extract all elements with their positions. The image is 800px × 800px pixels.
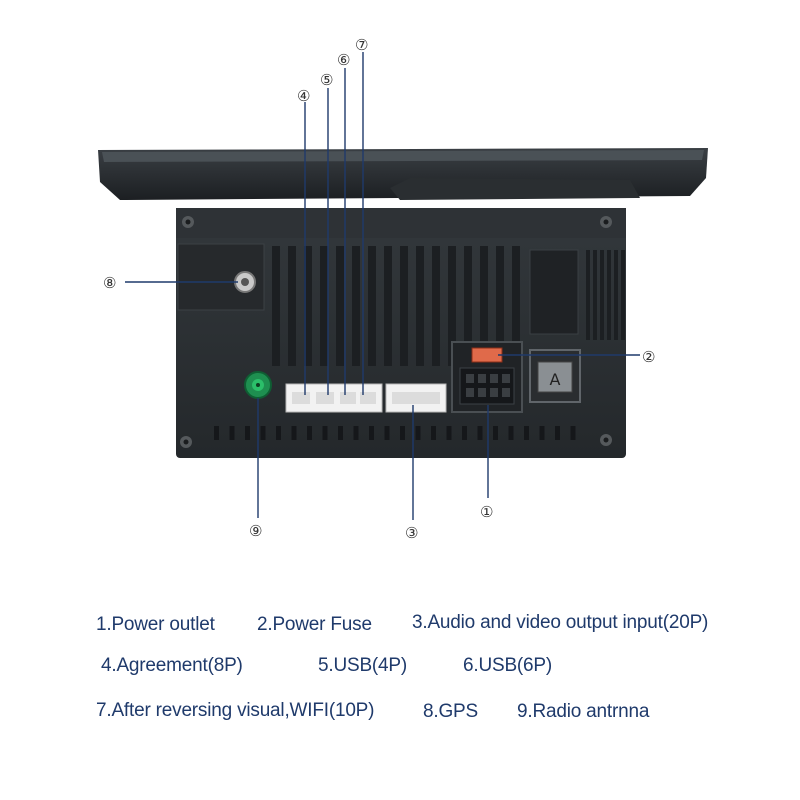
vent-slot — [539, 426, 545, 440]
legend-item-2: 2.Power Fuse — [257, 614, 372, 635]
screen-panel — [98, 148, 708, 200]
leader-lines — [125, 52, 640, 520]
screw-bottom-left — [180, 436, 192, 448]
vent-slot — [508, 426, 514, 440]
vent-slot — [384, 426, 390, 440]
power-pin — [490, 374, 498, 383]
heatsink-fin — [621, 250, 625, 340]
vent-slot — [524, 426, 529, 440]
vent-slot — [229, 426, 235, 440]
legend-item-3: 3.Audio and video output input(20P) — [412, 612, 709, 633]
callout-9: ⑨ — [249, 522, 262, 540]
heatsink-fin — [416, 246, 424, 366]
legend-item-8: 8.GPS — [423, 701, 478, 722]
power-pin — [502, 388, 510, 397]
heatsink-fin — [496, 246, 504, 366]
legend-item-5: 5.USB(4P) — [318, 655, 408, 676]
vent-slot — [276, 426, 281, 440]
vent-slot — [400, 426, 405, 440]
heatsink-fin — [480, 246, 488, 366]
vent-slot — [415, 426, 421, 440]
vent-slot — [338, 426, 343, 440]
screw-top-left — [182, 216, 194, 228]
connector-block-4-7 — [285, 383, 383, 413]
heatsink-fin — [336, 246, 344, 366]
power-pin — [466, 388, 474, 397]
vent-slot — [291, 426, 297, 440]
bottom-vents — [214, 426, 576, 440]
callout-6: ⑥ — [337, 51, 350, 69]
heatsink-fin — [288, 246, 296, 366]
vent-slot — [245, 426, 250, 440]
vent-slot — [431, 426, 436, 440]
vent-slot — [307, 426, 312, 440]
heatsink-fin — [586, 250, 590, 340]
av-connector-20p — [385, 383, 447, 413]
vent-slot — [353, 426, 359, 440]
heatsink-fins — [272, 246, 625, 366]
heatsink-fin — [607, 250, 611, 340]
vent-slot — [570, 426, 576, 440]
vent-slot — [446, 426, 452, 440]
callout-2: ② — [642, 348, 655, 366]
vent-slot — [555, 426, 560, 440]
a-logo-plate: A — [529, 349, 581, 403]
legend-item-4: 4.Agreement(8P) — [101, 655, 243, 676]
power-pin — [478, 374, 486, 383]
callout-7: ⑦ — [355, 36, 368, 54]
housing — [176, 208, 626, 458]
radio-antenna-connector — [244, 371, 272, 399]
heatsink-fin — [400, 246, 408, 366]
heatsink-fin — [464, 246, 472, 366]
screw-bottom-right — [600, 434, 612, 446]
power-pin — [490, 388, 498, 397]
power-outlet — [451, 341, 523, 413]
heatsink-fin — [320, 246, 328, 366]
gps-connector — [234, 271, 256, 293]
legend-item-7: 7.After reversing visual,WIFI(10P) — [96, 700, 375, 721]
legend-item-6: 6.USB(6P) — [463, 655, 553, 676]
callout-4: ④ — [297, 87, 310, 105]
callout-1: ① — [480, 503, 493, 521]
screw-top-right — [600, 216, 612, 228]
vent-slot — [493, 426, 498, 440]
legend-item-9: 9.Radio antrnna — [517, 701, 650, 722]
vent-slot — [322, 426, 328, 440]
vent-slot — [260, 426, 266, 440]
vent-slot — [462, 426, 467, 440]
heatsink-fin — [600, 250, 604, 340]
vent-slot — [477, 426, 483, 440]
heatsink-fin — [432, 246, 440, 366]
power-fuse — [471, 347, 503, 363]
heatsink-fin — [304, 246, 312, 366]
callout-3: ③ — [405, 524, 418, 542]
power-pin — [466, 374, 474, 383]
legend-item-1: 1.Power outlet — [96, 614, 215, 635]
power-pin — [478, 388, 486, 397]
vent-slot — [214, 426, 219, 440]
heatsink-fin — [384, 246, 392, 366]
heatsink-fin — [272, 246, 280, 366]
callout-5: ⑤ — [320, 71, 333, 89]
heatsink-fin — [614, 250, 618, 340]
svg-text:A: A — [550, 370, 561, 389]
heatsink-fin — [448, 246, 456, 366]
heatsink-fin — [593, 250, 597, 340]
heatsink-fin — [512, 246, 520, 366]
callout-8: ⑧ — [103, 274, 116, 292]
heatsink-fin — [352, 246, 360, 366]
vent-slot — [369, 426, 374, 440]
power-pin — [502, 374, 510, 383]
heatsink-fin — [368, 246, 376, 366]
